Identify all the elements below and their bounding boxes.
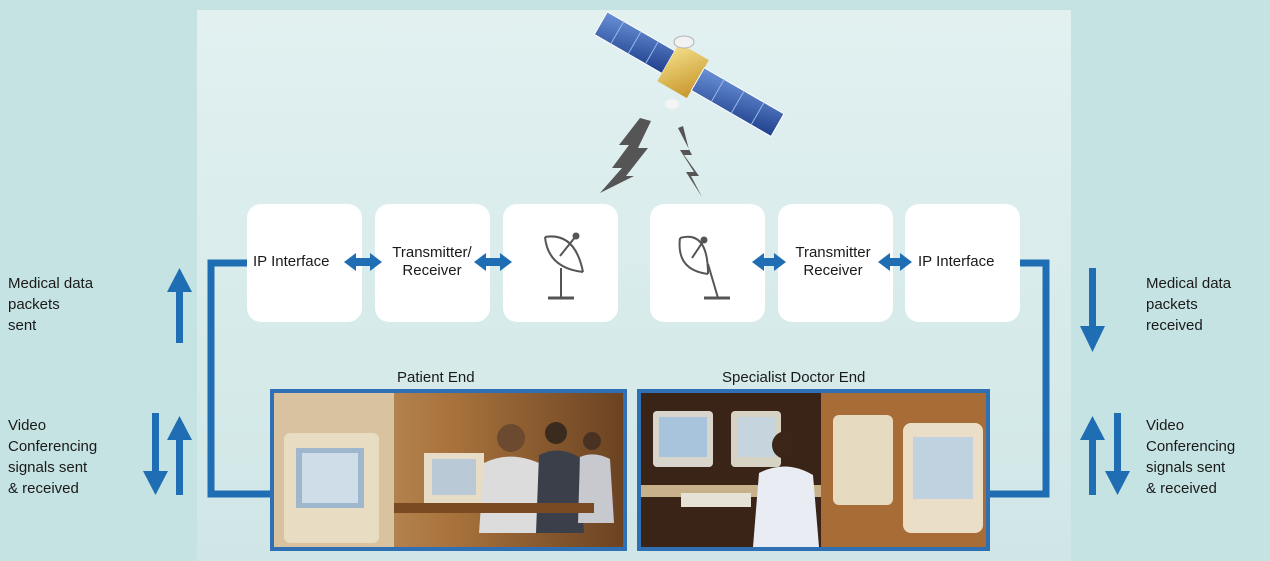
- video-left-line-1: Video: [8, 417, 47, 434]
- video-right-line-3: signals sent: [1146, 459, 1226, 476]
- box-transmitter-right: [778, 204, 893, 322]
- patient-end-label: Patient End: [397, 369, 475, 386]
- medical-data-received-line-2: packets: [1146, 296, 1198, 313]
- link-arrow-dish-tx-right: [752, 253, 786, 271]
- video-left-line-2: Conferencing: [8, 438, 98, 455]
- patient-end-photo: [270, 389, 627, 551]
- box-ip-interface-left: [247, 204, 362, 322]
- medical-data-received-line-3: received: [1146, 317, 1203, 334]
- medical-data-sent-line-3: sent: [8, 317, 37, 334]
- left-connector-line: [207, 259, 270, 498]
- right-connector-line: [990, 259, 1050, 498]
- video-right-line-4: & received: [1146, 480, 1217, 497]
- medical-data-sent-line-1: Medical data: [8, 275, 94, 292]
- transmitter-right-line-1: Transmitter: [795, 244, 871, 261]
- video-left-line-3: signals sent: [8, 459, 88, 476]
- medical-data-received-label: Medical data packets received: [1146, 273, 1231, 336]
- medical-data-sent-label: Medical data packets sent: [8, 273, 93, 336]
- box-dish-left: [503, 204, 618, 322]
- transmitter-left-line-2: Receiver: [402, 262, 462, 279]
- data-sent-arrow-up: [167, 268, 192, 343]
- link-arrow-tx-ip-right: [878, 253, 912, 271]
- satellite-dish-icon-left: [544, 232, 584, 300]
- box-transmitter-left: [375, 204, 490, 322]
- ip-interface-right-label: IP Interface: [918, 253, 995, 270]
- satellite-dish-icon-right: [678, 235, 730, 300]
- transmitter-left-label: Transmitter/ Receiver: [380, 244, 484, 280]
- data-received-arrow-down: [1080, 268, 1105, 352]
- lightning-bolt-icon: [600, 118, 651, 193]
- transmitter-left-line-1: Transmitter/: [392, 244, 472, 261]
- video-arrow-up-left: [167, 416, 192, 495]
- ip-interface-left-label: IP Interface: [253, 253, 330, 270]
- medical-data-received-line-1: Medical data: [1146, 275, 1232, 292]
- video-left-line-4: & received: [8, 480, 79, 497]
- transmitter-right-line-2: Receiver: [803, 262, 863, 279]
- satellite-icon: [593, 11, 785, 138]
- video-right-line-2: Conferencing: [1146, 438, 1236, 455]
- video-arrow-down-left: [143, 413, 168, 495]
- video-arrow-up-right: [1080, 416, 1105, 495]
- video-conferencing-left-label: Video Conferencing signals sent & receiv…: [8, 415, 97, 499]
- link-arrow-tx-dish-left: [474, 253, 512, 271]
- specialist-doctor-end-label: Specialist Doctor End: [722, 369, 866, 386]
- lightning-bolt-icon-right: [678, 126, 702, 197]
- medical-data-sent-line-2: packets: [8, 296, 60, 313]
- transmitter-right-label: Transmitter Receiver: [783, 244, 883, 280]
- box-ip-interface-right: [905, 204, 1020, 322]
- link-arrow-ip-tx-left: [344, 253, 382, 271]
- video-arrow-down-right: [1105, 413, 1130, 495]
- video-right-line-1: Video: [1146, 417, 1185, 434]
- doctor-end-photo: [637, 389, 990, 551]
- video-conferencing-right-label: Video Conferencing signals sent & receiv…: [1146, 415, 1235, 499]
